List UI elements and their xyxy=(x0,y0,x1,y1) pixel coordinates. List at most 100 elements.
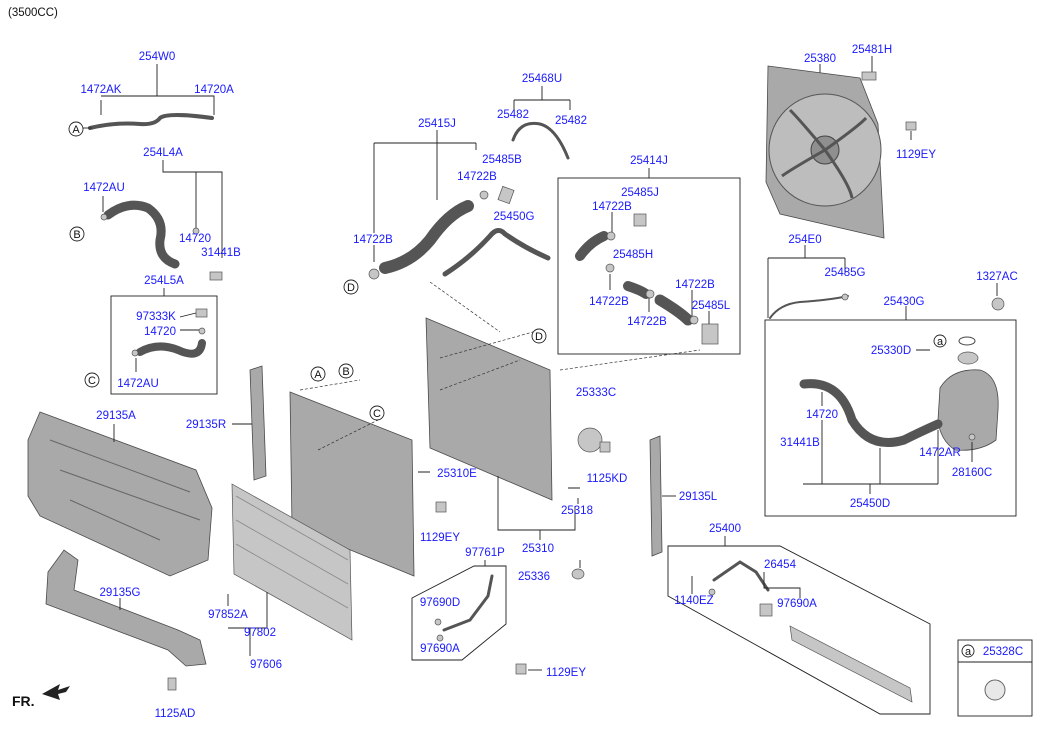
label-29135L: 29135L xyxy=(679,491,718,503)
label-1472AK: 1472AK xyxy=(81,84,122,96)
label-14722B-e: 14722B xyxy=(675,279,715,291)
label-1140EZ: 1140EZ xyxy=(674,595,713,607)
label-25450G: 25450G xyxy=(494,211,535,223)
seal-29135L xyxy=(649,435,676,557)
label-14722B-d: 14722B xyxy=(589,296,629,308)
box-254L5A xyxy=(110,295,218,395)
callout-B-rad: B xyxy=(338,363,354,379)
label-25482-left: 25482 xyxy=(497,109,529,121)
pipe-97761P xyxy=(434,574,542,675)
callout-A-rad: A xyxy=(310,366,326,382)
label-254L4A: 254L4A xyxy=(143,147,183,159)
label-97802: 97802 xyxy=(244,627,276,639)
label-25430G: 25430G xyxy=(884,296,925,308)
label-1125KD: 1125KD xyxy=(587,473,628,485)
label-254E0: 254E0 xyxy=(788,234,821,246)
callout-C-rad: C xyxy=(369,405,385,421)
label-14720-box: 14720 xyxy=(144,326,176,338)
label-25333C: 25333C xyxy=(576,387,616,399)
label-14722B-a: 14722B xyxy=(457,171,497,183)
callout-C-left: C xyxy=(84,372,100,388)
box-97761P xyxy=(411,565,507,661)
svg-text:D: D xyxy=(535,331,543,343)
hose-25415J xyxy=(368,130,551,280)
label-1129EY-fan: 1129EY xyxy=(896,149,936,161)
label-29135A: 29135A xyxy=(96,410,136,422)
label-25481H: 25481H xyxy=(852,44,892,56)
label-14720-res: 14720 xyxy=(806,409,838,421)
label-1472AU-top: 1472AU xyxy=(83,182,125,194)
box-reservoir xyxy=(764,319,1017,517)
label-25468U: 25468U xyxy=(522,73,562,85)
label-26454: 26454 xyxy=(764,559,797,571)
reservoir-25430G: a xyxy=(799,334,999,494)
label-97606: 97606 xyxy=(250,659,282,671)
air-guard-29135G xyxy=(45,549,207,691)
svg-text:A: A xyxy=(72,124,80,136)
legend-25328C: a xyxy=(957,639,1033,717)
label-25485L: 25485L xyxy=(692,300,731,312)
hose-254W0 xyxy=(82,64,215,130)
label-31441B-top: 31441B xyxy=(201,247,241,259)
callout-A-top: A xyxy=(68,121,84,137)
label-254W0: 254W0 xyxy=(139,51,175,63)
svg-text:a: a xyxy=(965,646,972,658)
radiator-25310 xyxy=(289,281,701,580)
svg-text:A: A xyxy=(314,369,322,381)
label-25485G: 25485G xyxy=(825,267,866,279)
callout-D-left: D xyxy=(343,279,359,295)
label-1327AC: 1327AC xyxy=(976,271,1018,283)
callout-D-rad: D xyxy=(531,328,547,344)
label-14722B-b: 14722B xyxy=(353,234,393,246)
callout-B-top: B xyxy=(69,226,85,242)
label-97690A-left: 97690A xyxy=(420,643,460,655)
label-31441B-res: 31441B xyxy=(780,437,820,449)
label-25328C: 25328C xyxy=(983,646,1023,658)
label-14722B-c: 14722B xyxy=(592,201,632,213)
label-25485B: 25485B xyxy=(482,154,522,166)
box-25400 xyxy=(667,545,931,715)
label-29135R: 29135R xyxy=(186,419,226,431)
label-1472AR: 1472AR xyxy=(919,447,961,459)
label-14720A: 14720A xyxy=(194,84,234,96)
air-guard-29135A xyxy=(27,411,213,577)
label-97333K: 97333K xyxy=(136,311,176,323)
hose-254L5A xyxy=(131,308,208,372)
label-25336: 25336 xyxy=(518,571,550,583)
callout-a-reservoir: a xyxy=(937,336,944,348)
svg-text:B: B xyxy=(342,366,349,378)
label-97852A: 97852A xyxy=(208,609,248,621)
reservoir-hose-254E0 xyxy=(767,245,1005,320)
front-label: FR. xyxy=(12,693,35,709)
label-1125AD: 1125AD xyxy=(155,708,196,720)
label-25414J: 25414J xyxy=(630,155,668,167)
svg-text:C: C xyxy=(88,375,96,387)
label-254L5A: 254L5A xyxy=(144,275,184,287)
label-1472AU-box: 1472AU xyxy=(117,378,159,390)
label-1129EY-mid: 1129EY xyxy=(420,532,460,544)
label-25485H: 25485H xyxy=(613,249,653,261)
label-25415J: 25415J xyxy=(418,118,456,130)
fan-shroud-25380 xyxy=(765,56,917,239)
engine-spec-header: (3500CC) xyxy=(8,7,58,19)
label-25380: 25380 xyxy=(804,53,836,65)
cooler-25400 xyxy=(691,560,913,703)
label-25318: 25318 xyxy=(561,505,593,517)
label-1129EY-bot: 1129EY xyxy=(546,667,586,679)
label-14722B-f: 14722B xyxy=(627,316,667,328)
label-25485J: 25485J xyxy=(621,187,659,199)
svg-text:C: C xyxy=(373,408,381,420)
svg-text:B: B xyxy=(73,229,80,241)
label-97690A-right: 97690A xyxy=(777,598,817,610)
svg-text:D: D xyxy=(347,282,355,294)
label-25330D: 25330D xyxy=(871,345,911,357)
label-28160C: 28160C xyxy=(952,467,992,479)
label-14720-mid: 14720 xyxy=(179,233,211,245)
hose-25468U xyxy=(511,86,571,160)
condenser-97606 xyxy=(227,483,353,656)
label-25482-right: 25482 xyxy=(555,115,587,127)
front-direction-arrow: FR. xyxy=(12,684,70,709)
label-25400: 25400 xyxy=(709,523,741,535)
